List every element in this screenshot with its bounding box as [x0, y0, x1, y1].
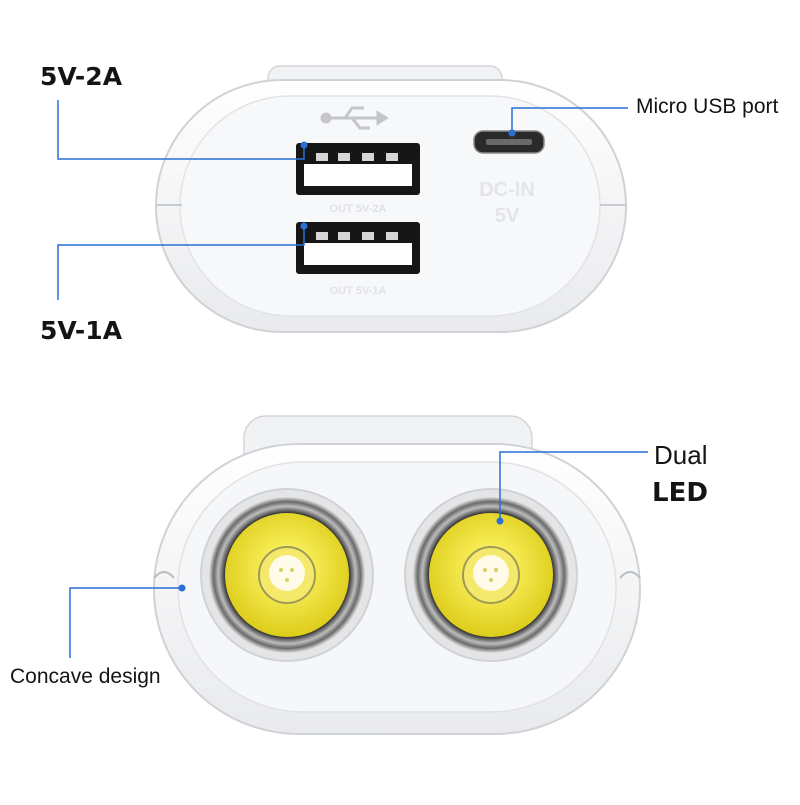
label-dual: Dual — [654, 440, 708, 470]
bottom-device — [69, 415, 648, 735]
callout-concave — [69, 584, 186, 658]
label-micro-usb: Micro USB port — [636, 95, 779, 118]
embossed-usb-1a-text: OUT 5V-1A — [330, 285, 387, 297]
embossed-dc-in-text: DC-IN — [479, 179, 535, 201]
led-left — [200, 488, 374, 662]
top-device: OUT 5V-2A OUT 5V-1A DC-IN 5V — [57, 65, 628, 333]
callout-usb-2a — [57, 100, 308, 160]
top-device-face — [179, 95, 601, 317]
label-led: LED — [652, 478, 708, 508]
embossed-usb-2a-text: OUT 5V-2A — [330, 203, 387, 215]
label-usb-1a: 5V-1A — [40, 316, 123, 345]
led-right — [404, 488, 578, 662]
label-concave-design: Concave design — [10, 665, 161, 688]
callout-micro-usb — [508, 107, 628, 137]
label-usb-2a: 5V-2A — [40, 62, 123, 91]
callout-dual-led — [496, 451, 648, 525]
usb-port-1a — [296, 222, 420, 274]
micro-usb-port — [473, 130, 545, 154]
callout-usb-1a — [57, 222, 308, 300]
usb-port-2a — [296, 143, 420, 195]
embossed-dc-volt-text: 5V — [495, 205, 520, 227]
usb-icon — [320, 106, 389, 130]
